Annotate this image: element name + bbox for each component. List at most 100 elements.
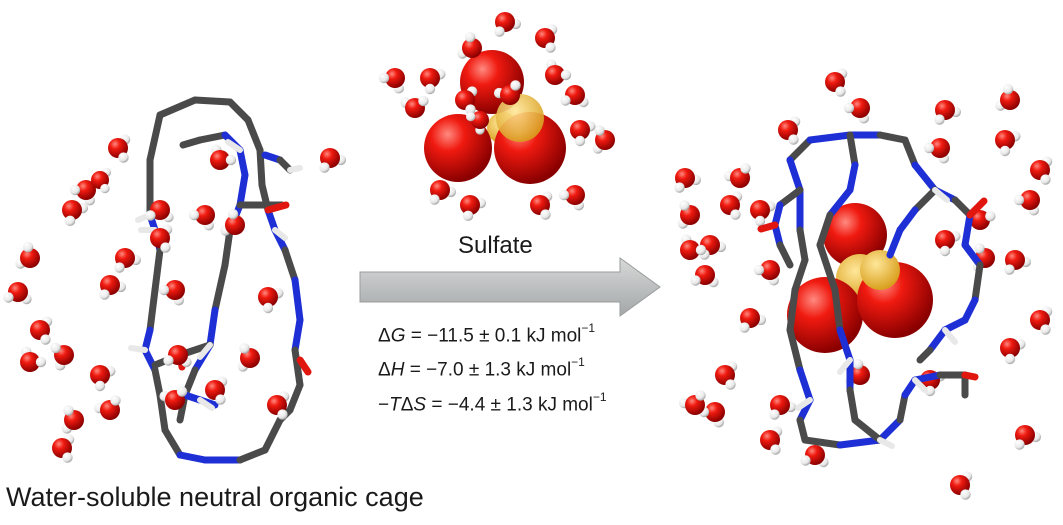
hydrogen-atom: [239, 343, 250, 354]
hydrogen-atom: [114, 262, 125, 273]
water-molecule: [1004, 250, 1032, 275]
hydrogen-atom: [100, 183, 110, 194]
bond: [191, 96, 234, 106]
hydrogen-atom: [560, 95, 571, 106]
oxygen-atom: [462, 38, 482, 58]
bond: [941, 316, 969, 334]
water-molecule: [145, 200, 174, 223]
water-molecule: [420, 68, 446, 95]
delta-g-line: ΔG = −11.5 ± 0.1 kJ mol−1: [378, 321, 596, 347]
sulfate-hydration-waters: [378, 12, 615, 222]
hydrogen-atom: [690, 275, 701, 286]
bond: [236, 146, 249, 179]
hydrogen-atom: [1040, 174, 1051, 185]
water-molecule: [61, 405, 84, 434]
carbonyl-bond: [264, 201, 290, 214]
water-molecule: [923, 138, 950, 164]
water-molecule: [237, 343, 260, 372]
bond: [796, 366, 814, 404]
bond: [886, 226, 904, 259]
bond: [911, 371, 944, 384]
hydrogen-atom: [852, 358, 864, 370]
water-molecule: [205, 376, 228, 405]
oxygen-atom: [850, 365, 870, 385]
bond: [146, 111, 164, 164]
water-molecule: [753, 260, 780, 286]
carbonyl-bond: [961, 371, 979, 381]
oxygen-atom: [420, 68, 440, 88]
water-molecule: [460, 195, 487, 222]
oxygen-atom: [76, 180, 96, 200]
water-molecule: [150, 224, 173, 253]
n-h-bond: [225, 139, 243, 153]
water-molecule: [690, 265, 719, 288]
oxygen-atom: [90, 365, 110, 385]
thermodynamic-parameters: ΔG = −11.5 ± 0.1 kJ mol−1 ΔH = −7.0 ± 1.…: [378, 316, 607, 419]
bond: [786, 136, 814, 164]
host-guest-complex-cage: [757, 131, 988, 449]
hydrogen-atom: [429, 194, 440, 205]
oxygen-atom: [930, 138, 950, 158]
bond: [961, 211, 974, 249]
oxygen-atom: [195, 205, 215, 225]
bond: [156, 96, 199, 119]
water-molecule: [163, 345, 192, 368]
hydrogen-atom: [835, 86, 846, 97]
oxygen-atom: [850, 98, 870, 118]
bond: [151, 246, 164, 294]
water-molecule: [3, 282, 32, 305]
water-molecule: [674, 168, 702, 193]
sulfate-ion: [424, 50, 566, 184]
oxygen-atom: [995, 130, 1015, 150]
oxygen-atom: [935, 230, 955, 250]
hydrogen-atom: [418, 95, 429, 107]
hydrogen-atom: [770, 444, 781, 455]
sulfur-atom: [860, 250, 900, 290]
hydrogen-atom: [163, 355, 174, 366]
water-molecule: [570, 120, 596, 147]
sulfate-caption: Sulfate: [458, 232, 533, 259]
water-molecule: [995, 130, 1021, 157]
oxygen-atom: [20, 248, 40, 268]
water-molecule: [935, 230, 961, 257]
hydrogen-atom: [99, 289, 110, 300]
hydrogen-atom: [753, 264, 765, 276]
bond: [961, 296, 979, 324]
hydrogen-atom: [1014, 439, 1025, 450]
water-molecule: [1014, 425, 1042, 450]
n-h-bond: [942, 327, 958, 345]
bond: [281, 246, 299, 284]
hydrogen-atom: [594, 125, 605, 136]
water-molecule: [545, 59, 572, 85]
bond: [911, 161, 939, 194]
oxygen-atom: [565, 185, 585, 205]
oxygen-atom: [460, 195, 480, 215]
water-molecule: [535, 24, 558, 53]
sulfur-atom: [496, 94, 544, 142]
hydrogen-atom: [176, 386, 188, 397]
oxygen-atom: [545, 65, 565, 85]
bond: [291, 276, 304, 324]
hydrogen-atom: [754, 215, 766, 227]
hydrogen-atom: [118, 152, 129, 163]
bond: [816, 241, 839, 294]
bond: [836, 436, 884, 449]
hydrogen-atom: [560, 69, 572, 81]
carbonyl-bond: [966, 197, 988, 219]
hydrogen-atom: [843, 102, 855, 114]
bond: [806, 131, 854, 144]
hydrogen-atom: [494, 26, 505, 37]
water-molecule: [90, 365, 116, 392]
water-molecule: [720, 191, 743, 220]
water-molecule: [778, 116, 801, 145]
hydrogen-atom: [974, 243, 985, 254]
hydrogen-atom: [262, 302, 274, 314]
bond: [836, 326, 854, 364]
oxygen-atom: [1020, 190, 1040, 210]
hydrogen-atom: [1013, 194, 1025, 206]
water-molecule: [52, 434, 75, 463]
bond: [801, 436, 844, 449]
water-molecule: [825, 68, 848, 97]
water-molecule: [210, 144, 237, 170]
bond: [256, 146, 266, 189]
